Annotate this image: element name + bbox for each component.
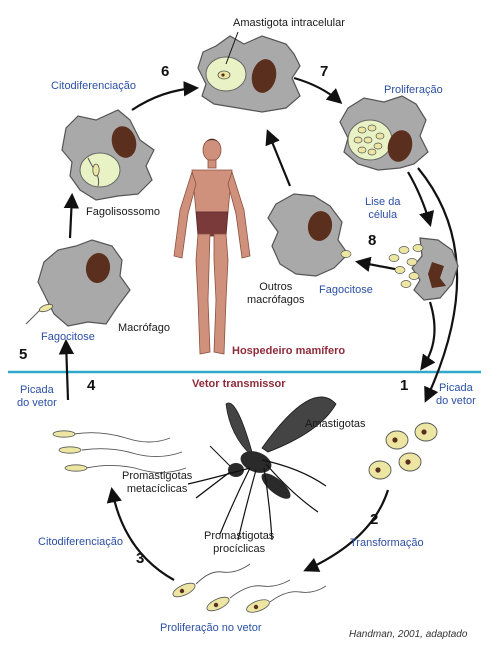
step-number-6: 6	[161, 63, 169, 80]
other-macrophages	[268, 194, 351, 276]
arrow-1-inner	[422, 302, 435, 368]
label-promastigotas-prociclicas: Promastigotas procíclicas	[204, 530, 274, 556]
arrow-5	[66, 342, 68, 400]
step-number-8: 8	[368, 232, 376, 249]
label-fagocitose-right: Fagocitose	[319, 284, 373, 297]
label-promastigotas-metaciclicas: Promastigotas metacíclicas	[122, 470, 192, 496]
step-number-4: 4	[87, 377, 95, 394]
macrophage-phagolysosome	[62, 110, 154, 200]
label-citodiferenciacao-top: Citodiferenciação	[51, 80, 136, 93]
arrow-from-others	[268, 132, 290, 186]
label-proliferacao: Proliferação	[384, 84, 443, 97]
label-macrofago: Macrófago	[118, 322, 170, 335]
label-picada-do-vetor-right: Picada do vetor	[436, 382, 476, 408]
macrophage-uninfected	[26, 240, 130, 326]
label-vetor-transmissor: Vetor transmissor	[192, 378, 286, 391]
arrow-8	[358, 262, 400, 270]
label-amastigota-intracelular: Amastigota intracelular	[233, 17, 345, 30]
label-fagolisossomo: Fagolisossomo	[86, 206, 160, 219]
label-fagocitose-left: Fagocitose	[41, 331, 95, 344]
procyclic-promastigotes	[171, 564, 326, 615]
macrophage-intracellular	[198, 32, 300, 112]
label-hospedeiro-mamifero: Hospedeiro mamífero	[232, 345, 345, 358]
macrophage-proliferating	[340, 96, 428, 170]
metacyclic-promastigotes	[53, 431, 186, 473]
label-lise-da-celula: Lise da célula	[365, 196, 400, 222]
step-number-5: 5	[19, 346, 27, 363]
label-citodiferenciacao-bottom: Citodiferenciação	[38, 536, 123, 549]
label-amastigotas: Amastigotas	[305, 418, 366, 431]
label-outros-macrofagos: Outros macrófagos	[247, 281, 304, 307]
step-number-1: 1	[400, 377, 408, 394]
arrow-7	[294, 78, 340, 102]
step-number-7: 7	[320, 63, 328, 80]
source-credit: Handman, 2001, adaptado	[349, 629, 467, 640]
step-number-2: 2	[370, 511, 378, 528]
label-picada-do-vetor-left: Picada do vetor	[17, 384, 57, 410]
arrow-6	[132, 88, 196, 110]
step-number-3: 3	[136, 550, 144, 567]
arrow-up-left	[70, 196, 72, 238]
arrow-2	[306, 490, 388, 570]
label-proliferacao-no-vetor: Proliferação no vetor	[160, 622, 262, 635]
label-transformacao: Transformação	[350, 537, 424, 550]
human-figure	[174, 139, 250, 354]
